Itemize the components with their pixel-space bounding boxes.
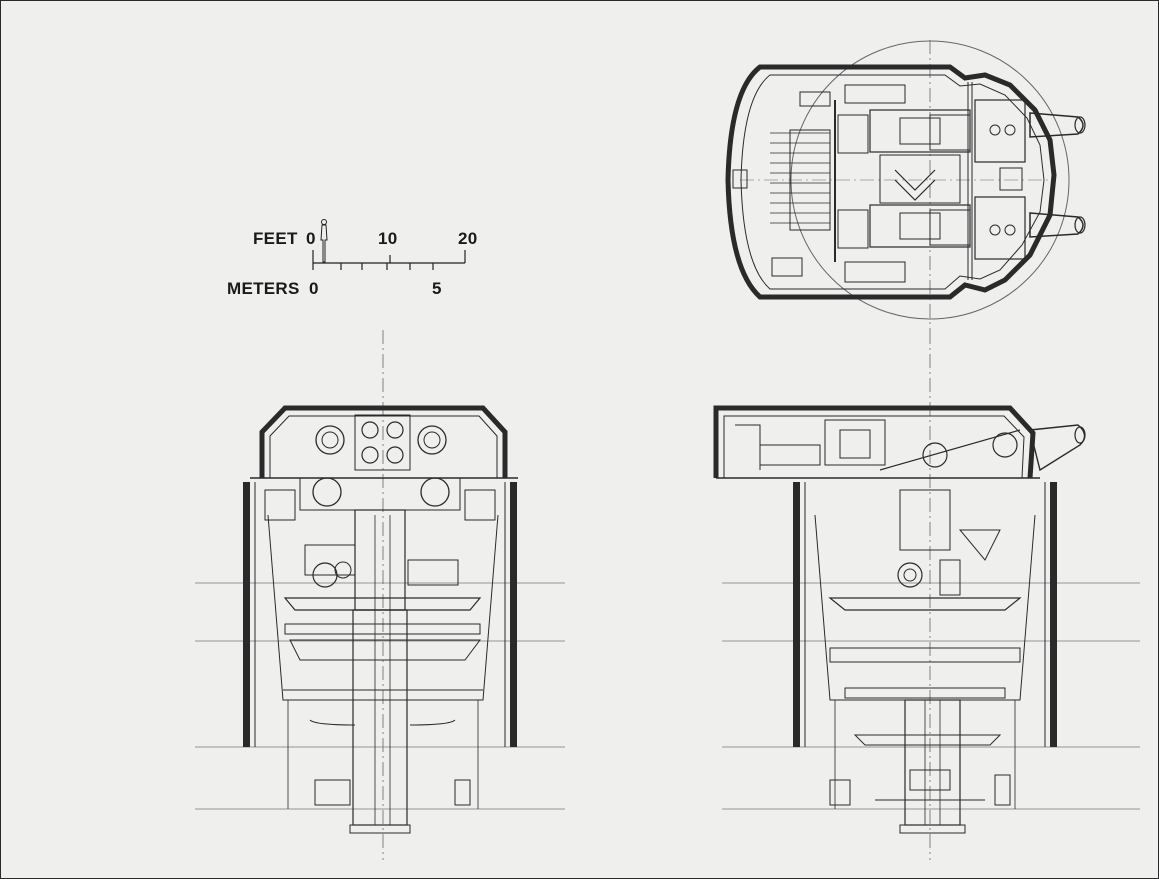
plan-view [725,40,1086,330]
feet-tick-10: 10 [378,229,398,248]
human-figure-icon [320,219,328,263]
meters-label: METERS [227,279,300,298]
feet-tick-0: 0 [306,229,316,248]
side-section-view [713,330,1140,860]
meters-tick-0: 0 [309,279,319,298]
feet-label: FEET [253,229,298,248]
feet-tick-20: 20 [458,229,478,248]
front-section-view [195,330,565,860]
scale-bar [312,219,466,270]
meters-tick-5: 5 [432,279,442,298]
